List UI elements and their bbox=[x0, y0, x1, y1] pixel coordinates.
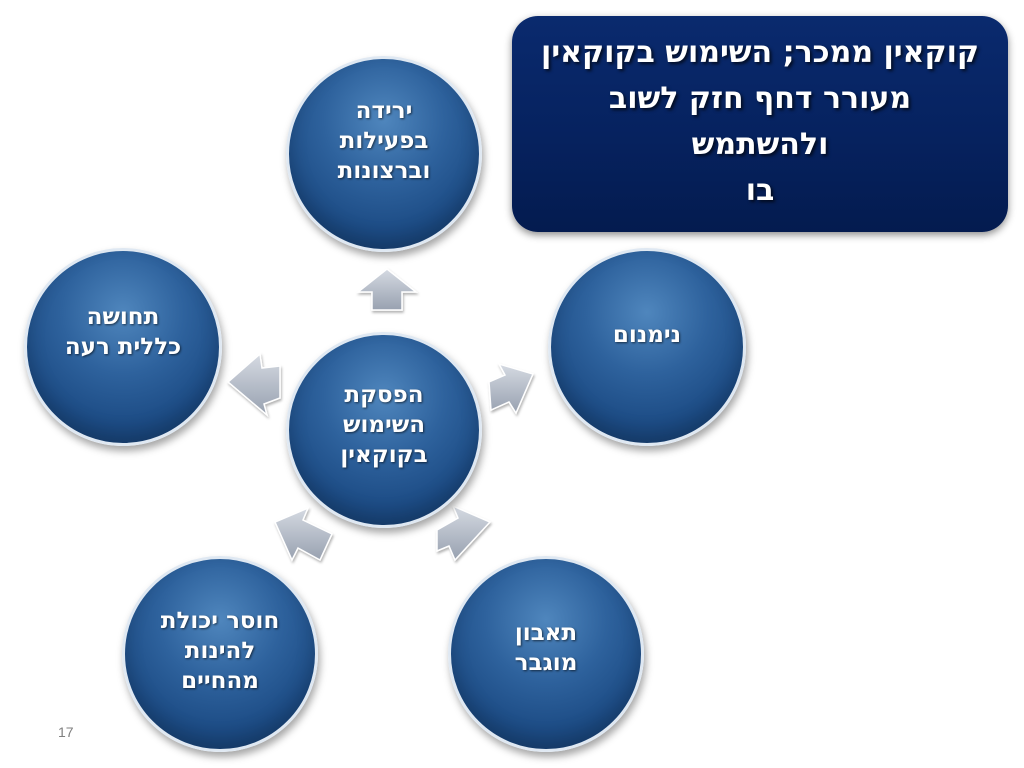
center-node: הפסקת השימוש בקוקאין bbox=[286, 332, 482, 528]
top-node-label: ירידה בפעילות וברצונות bbox=[337, 98, 431, 184]
left-node: תחושה כללית רעה bbox=[24, 248, 222, 446]
bottom-left-node-label: חוסר יכולת להינות מהחיים bbox=[160, 608, 280, 694]
center-node-label: הפסקת השימוש בקוקאין bbox=[340, 382, 428, 468]
arrow-bottom-right bbox=[436, 504, 492, 562]
right-node: נימנום bbox=[548, 248, 746, 446]
arrow-left bbox=[226, 352, 281, 418]
bottom-left-node: חוסר יכולת להינות מהחיים bbox=[122, 556, 318, 752]
left-node-label: תחושה כללית רעה bbox=[64, 304, 182, 360]
arrow-up bbox=[355, 268, 419, 311]
bottom-right-node: תאבון מוגבר bbox=[448, 556, 644, 752]
bottom-right-node-label: תאבון מוגבר bbox=[514, 620, 578, 676]
right-node-label: נימנום bbox=[612, 322, 682, 348]
callout-text: קוקאין ממכר; השימוש בקוקאין מעורר דחף חז… bbox=[541, 35, 979, 208]
page-number: 17 bbox=[58, 724, 74, 740]
arrow-bottom-left bbox=[274, 506, 333, 562]
callout-box: קוקאין ממכר; השימוש בקוקאין מעורר דחף חז… bbox=[512, 16, 1008, 232]
arrow-right bbox=[488, 362, 535, 415]
top-node: ירידה בפעילות וברצונות bbox=[286, 56, 482, 252]
